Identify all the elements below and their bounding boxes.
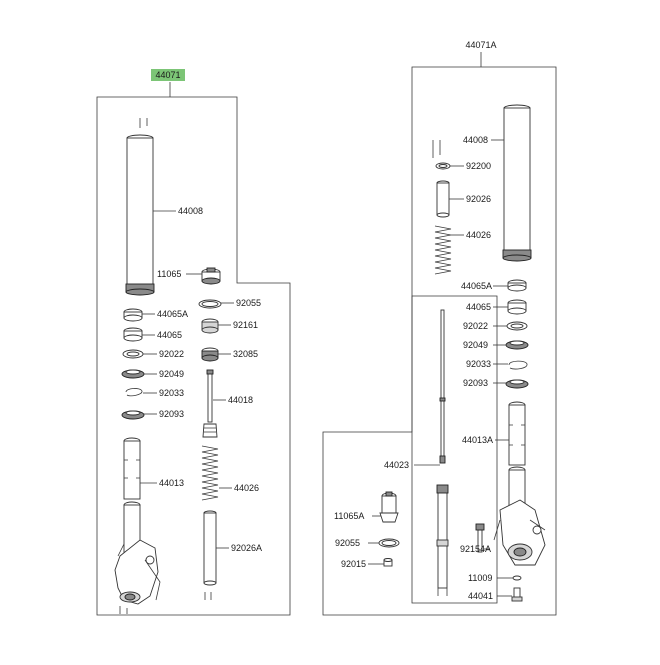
right-gasket-11009 xyxy=(512,575,522,581)
left-damper-rod-44018 xyxy=(202,369,218,438)
left-bushing-44065 xyxy=(123,327,143,342)
left-bushing-44065a xyxy=(123,308,143,322)
label-right-92093[interactable]: 92093 xyxy=(463,378,488,388)
label-right-11065A[interactable]: 11065A xyxy=(334,511,364,521)
left-assembly-highlight xyxy=(151,69,185,81)
label-right-44026[interactable]: 44026 xyxy=(466,230,491,240)
left-cap-11065 xyxy=(201,267,221,285)
label-right-92200[interactable]: 92200 xyxy=(466,161,491,171)
left-dust-seal-92093 xyxy=(121,410,145,420)
left-circlip-92033 xyxy=(125,388,143,397)
left-collar-32085 xyxy=(201,347,219,362)
right-cartridge-44023 xyxy=(436,309,449,596)
label-left-92022[interactable]: 92022 xyxy=(159,349,184,359)
right-bolt-92154a xyxy=(475,523,485,553)
label-right-92049[interactable]: 92049 xyxy=(463,340,488,350)
left-axle-bracket xyxy=(114,539,161,605)
label-left-92093[interactable]: 92093 xyxy=(159,409,184,419)
label-left-44065A[interactable]: 44065A xyxy=(157,309,188,319)
left-assembly-number[interactable]: 44071 xyxy=(155,70,180,80)
label-right-92026[interactable]: 92026 xyxy=(466,194,491,204)
label-left-32085[interactable]: 32085 xyxy=(233,349,258,359)
label-left-44018[interactable]: 44018 xyxy=(228,395,253,405)
label-right-92033[interactable]: 92033 xyxy=(466,359,491,369)
right-bushing-44065 xyxy=(507,299,527,315)
label-right-44023[interactable]: 44023 xyxy=(384,460,409,470)
label-right-92015[interactable]: 92015 xyxy=(341,559,366,569)
left-spacer-92161 xyxy=(201,318,219,334)
label-right-44013A[interactable]: 44013A xyxy=(462,435,493,445)
label-right-92154A[interactable]: 92154A xyxy=(460,544,491,554)
right-spacer-92026 xyxy=(436,180,450,218)
left-outer-tube xyxy=(125,118,155,296)
right-cap-11065a xyxy=(379,491,399,523)
left-spacer-92026a xyxy=(203,510,217,586)
label-left-11065[interactable]: 11065 xyxy=(157,269,181,279)
left-spring-44026 xyxy=(201,445,219,501)
label-right-44041[interactable]: 44041 xyxy=(468,591,493,601)
label-left-44026[interactable]: 44026 xyxy=(234,483,259,493)
label-right-44065[interactable]: 44065 xyxy=(466,302,491,312)
label-right-44008[interactable]: 44008 xyxy=(463,135,488,145)
label-left-92161[interactable]: 92161 xyxy=(233,320,258,330)
right-oil-seal-92049 xyxy=(505,340,529,350)
left-oil-seal-92049 xyxy=(121,369,145,379)
label-right-44065A[interactable]: 44065A xyxy=(461,281,492,291)
right-inner-tube xyxy=(508,401,526,516)
right-spring-44026 xyxy=(434,225,452,275)
label-left-92026A[interactable]: 92026A xyxy=(231,543,262,553)
right-outer-tube xyxy=(502,104,532,262)
label-right-92055[interactable]: 92055 xyxy=(335,538,360,548)
right-axle-bracket xyxy=(493,499,546,566)
right-circlip-92033 xyxy=(508,360,528,370)
right-bolt-44041 xyxy=(511,587,523,602)
right-nut-92015 xyxy=(383,558,393,567)
label-right-92022[interactable]: 92022 xyxy=(463,321,488,331)
label-left-44065[interactable]: 44065 xyxy=(157,330,182,340)
label-left-92055[interactable]: 92055 xyxy=(236,298,261,308)
right-cartridge-frame xyxy=(411,295,498,604)
label-left-44008[interactable]: 44008 xyxy=(178,206,203,216)
left-assembly-frame xyxy=(96,96,291,616)
label-left-92033[interactable]: 92033 xyxy=(159,388,184,398)
label-right-11009[interactable]: 11009 xyxy=(468,573,492,583)
right-assembly-number[interactable]: 44071A xyxy=(465,40,496,50)
label-left-92049[interactable]: 92049 xyxy=(159,369,184,379)
left-inner-tube xyxy=(123,437,141,558)
label-left-44013[interactable]: 44013 xyxy=(159,478,184,488)
right-dust-seal-92093 xyxy=(505,379,529,389)
right-bushing-44065a xyxy=(507,279,527,292)
